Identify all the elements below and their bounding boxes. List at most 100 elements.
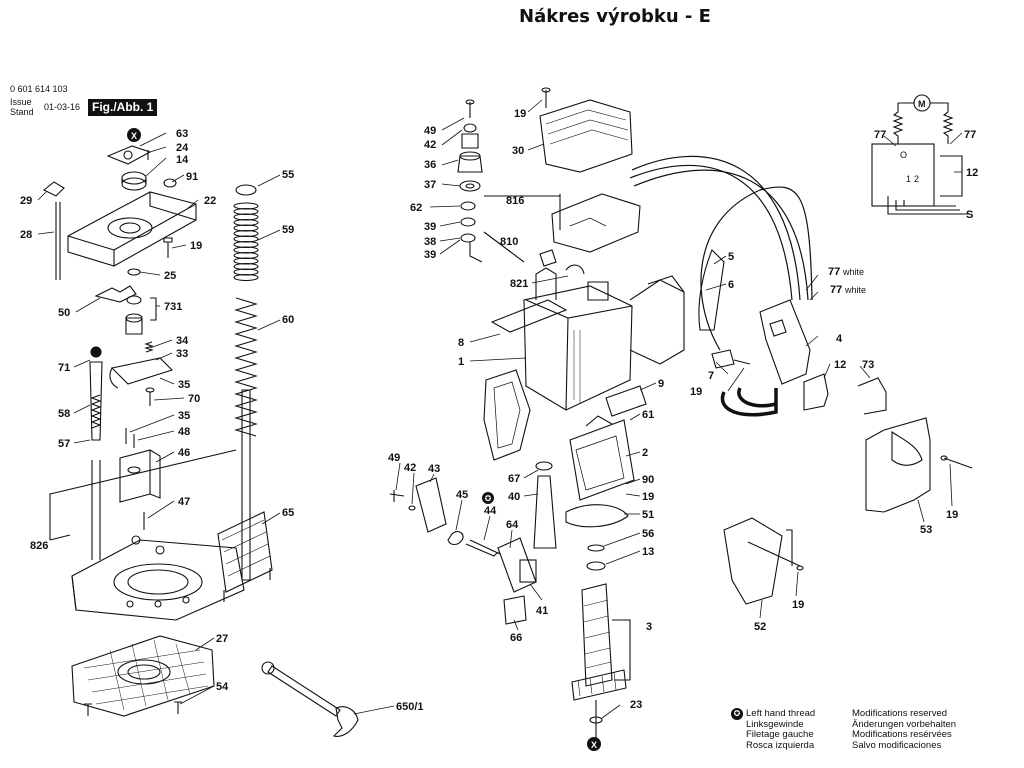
label-63: 63 bbox=[176, 128, 188, 140]
label-12: 12 bbox=[834, 359, 846, 371]
switch-terminal-1: 1 bbox=[906, 174, 911, 184]
label-1: 1 bbox=[458, 356, 464, 368]
legend-fr: Filetage gauche bbox=[746, 729, 814, 740]
label-53: 53 bbox=[920, 524, 932, 536]
label-91: 91 bbox=[186, 171, 198, 183]
figure-badge: Fig./Abb. 1 bbox=[88, 99, 158, 116]
label-19: 19 bbox=[690, 386, 702, 398]
switch-terminal-o: O bbox=[900, 150, 907, 160]
plunge-lock-assembly bbox=[389, 477, 537, 625]
issue-label-en: Issue bbox=[10, 97, 32, 107]
label-13: 13 bbox=[642, 546, 654, 558]
issue-label: Issue Stand bbox=[10, 97, 34, 117]
label-19: 19 bbox=[792, 599, 804, 611]
label-77: 77 bbox=[874, 129, 886, 141]
label-23: 23 bbox=[630, 699, 642, 711]
base-plate-assembly bbox=[49, 449, 359, 737]
armature-and-field bbox=[533, 415, 635, 740]
legend-left-hand-thread: Left hand thread Linksgewinde Filetage g… bbox=[746, 708, 816, 751]
label-47: 47 bbox=[178, 496, 190, 508]
label-30: 30 bbox=[512, 145, 524, 157]
legend-it: Rosca izquierda bbox=[746, 739, 815, 751]
label-8: 8 bbox=[458, 337, 464, 349]
switch-terminal-2: 2 bbox=[914, 174, 919, 184]
legend-de: Linksgewinde bbox=[746, 718, 804, 730]
label-35: 35 bbox=[178, 379, 190, 391]
label-65: 65 bbox=[282, 507, 294, 519]
label-42: 42 bbox=[424, 139, 436, 151]
motor-symbol: M bbox=[918, 99, 926, 109]
label-55: 55 bbox=[282, 169, 294, 181]
markers: X X ✪ bbox=[127, 128, 601, 751]
legend-fr: Modifications resérvées bbox=[852, 729, 952, 740]
label-73: 73 bbox=[862, 359, 874, 371]
label-19: 19 bbox=[946, 509, 958, 521]
left-thread-star-icon: ✪ bbox=[731, 708, 743, 720]
label-40: 40 bbox=[508, 491, 520, 503]
legend-modifications: Modifications reserved Änderungen vorbeh… bbox=[852, 708, 957, 751]
label-50: 50 bbox=[58, 307, 70, 319]
label-3: 3 bbox=[646, 621, 652, 633]
label-28: 28 bbox=[20, 229, 32, 241]
label-58: 58 bbox=[58, 408, 70, 420]
label-46: 46 bbox=[178, 447, 190, 459]
label-64: 64 bbox=[506, 519, 519, 531]
label-5: 5 bbox=[728, 251, 734, 263]
label-42: 42 bbox=[404, 462, 416, 474]
label-77-white: 77 bbox=[830, 284, 842, 296]
label-39: 39 bbox=[424, 221, 436, 233]
label-29: 29 bbox=[20, 195, 32, 207]
motor-cap-and-brushholder bbox=[483, 87, 641, 275]
label-25: 25 bbox=[164, 270, 176, 282]
motor-housing bbox=[483, 267, 685, 461]
label-826: 826 bbox=[30, 540, 48, 552]
label-731: 731 bbox=[164, 301, 182, 313]
label-57: 57 bbox=[58, 438, 70, 450]
legend-de: Änderungen vorbehalten bbox=[852, 718, 957, 730]
label-38: 38 bbox=[424, 236, 436, 248]
label-34: 34 bbox=[176, 335, 189, 347]
label-35: 35 bbox=[178, 410, 190, 422]
label-61: 61 bbox=[642, 409, 654, 421]
supply-symbol: S bbox=[966, 209, 973, 221]
x-marker-icon: X bbox=[131, 131, 137, 141]
label-19: 19 bbox=[642, 491, 654, 503]
label-821: 821 bbox=[510, 278, 528, 290]
label-45: 45 bbox=[456, 489, 468, 501]
legend-it: Salvo modificaciones bbox=[852, 739, 942, 751]
label-9: 9 bbox=[658, 378, 664, 390]
label-56: 56 bbox=[642, 528, 654, 540]
label-52: 52 bbox=[754, 621, 766, 633]
label-27: 27 bbox=[216, 633, 228, 645]
cables bbox=[629, 155, 813, 417]
label-43: 43 bbox=[428, 463, 440, 475]
label-44: 44 bbox=[484, 505, 497, 517]
label-51: 51 bbox=[642, 509, 654, 521]
label-62: 62 bbox=[410, 202, 422, 214]
label-48: 48 bbox=[178, 426, 190, 438]
label-41: 41 bbox=[536, 605, 548, 617]
issue-label-de: Stand bbox=[10, 107, 34, 117]
label-19: 19 bbox=[514, 108, 526, 120]
label-12: 12 bbox=[966, 167, 978, 179]
label-22: 22 bbox=[204, 195, 216, 207]
label-36: 36 bbox=[424, 159, 436, 171]
page-title: Nákres výrobku - E bbox=[519, 6, 711, 27]
legend-en: Left hand thread bbox=[746, 708, 816, 719]
part-number-labels: 63 24 14 91 22 29 28 19 25 50 731 34 33 … bbox=[20, 99, 978, 713]
label-2: 2 bbox=[642, 447, 648, 459]
label-39: 39 bbox=[424, 249, 436, 261]
label-650-1: 650/1 bbox=[396, 701, 424, 713]
label-white: white bbox=[844, 285, 866, 295]
label-60: 60 bbox=[282, 314, 294, 326]
label-37: 37 bbox=[424, 179, 436, 191]
label-4: 4 bbox=[836, 333, 843, 345]
label-6: 6 bbox=[728, 279, 734, 291]
label-14: 14 bbox=[176, 154, 189, 166]
document-number: 0 601 614 103 bbox=[10, 84, 68, 94]
label-24: 24 bbox=[176, 142, 189, 154]
label-810: 810 bbox=[500, 236, 518, 248]
label-70: 70 bbox=[188, 393, 200, 405]
label-71: 71 bbox=[58, 362, 70, 374]
